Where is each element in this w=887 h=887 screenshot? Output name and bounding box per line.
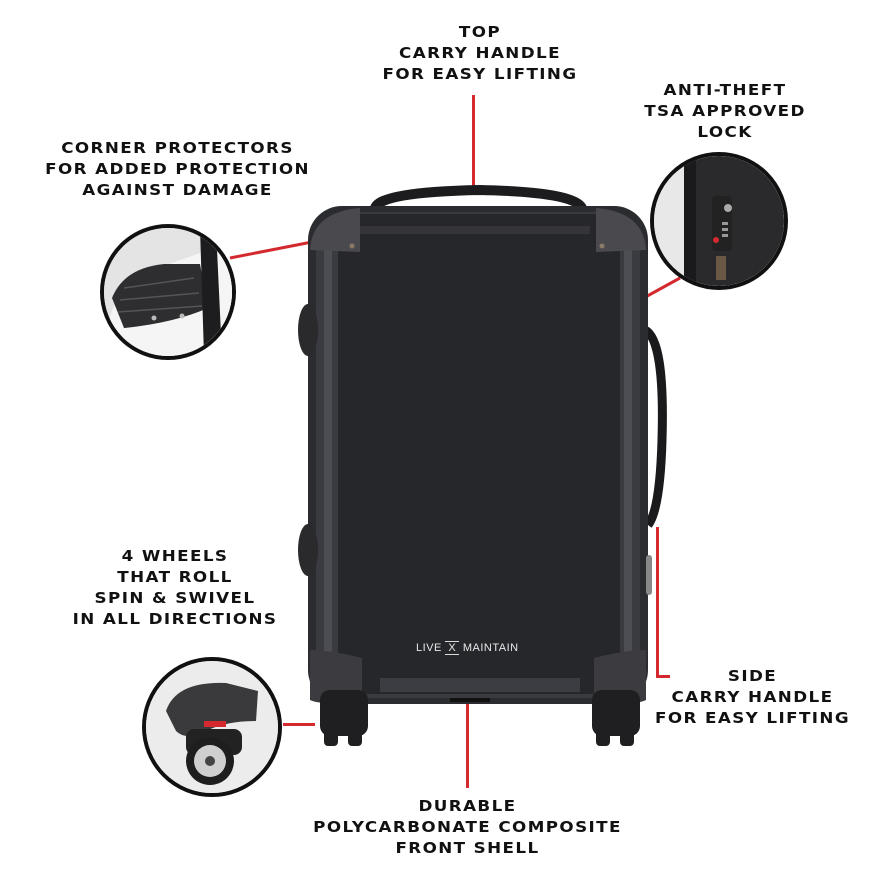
top-handle-callout-line [472, 95, 475, 190]
label-line: CORNER PROTECTORS [61, 139, 294, 157]
label-line: ANTI-THEFT [663, 81, 787, 99]
label-line: THAT ROLL [117, 568, 233, 586]
feature-wheels: 4 WHEELS THAT ROLL SPIN & SWIVEL IN ALL … [35, 546, 316, 630]
label-line: FRONT SHELL [395, 839, 540, 857]
label-line: FOR EASY LIFTING [655, 709, 850, 727]
corner-protector-detail-image [100, 224, 236, 360]
feature-corner-protectors: CORNER PROTECTORS FOR ADDED PROTECTION A… [2, 138, 353, 201]
brand-mid: X [445, 641, 460, 655]
feature-top-handle: TOP CARRY HANDLE FOR EASY LIFTING [329, 22, 631, 85]
shell-callout-line [466, 700, 469, 788]
brand-right: MAINTAIN [462, 642, 519, 654]
label-line: DURABLE [418, 797, 517, 815]
label-line: CARRY HANDLE [399, 44, 561, 62]
label-line: POLYCARBONATE COMPOSITE [313, 818, 622, 836]
label-line: 4 WHEELS [121, 547, 229, 565]
spinner-wheel-detail-image [142, 657, 282, 797]
feature-shell: DURABLE POLYCARBONATE COMPOSITE FRONT SH… [260, 796, 676, 859]
label-line: LOCK [697, 123, 753, 141]
feature-tsa-lock: ANTI-THEFT TSA APPROVED LOCK [612, 80, 839, 143]
label-line: SPIN & SWIVEL [94, 589, 256, 607]
label-line: FOR ADDED PROTECTION [45, 160, 310, 178]
label-line: SIDE [727, 667, 778, 685]
suitcase: LIVE X MAINTAIN [290, 180, 670, 750]
side-handle-callout-line-h [656, 675, 670, 678]
label-line: IN ALL DIRECTIONS [72, 610, 278, 628]
label-line: AGAINST DAMAGE [82, 181, 273, 199]
brand-logo: LIVE X MAINTAIN [416, 641, 519, 655]
label-line: CARRY HANDLE [671, 688, 834, 706]
wheels-callout-line [283, 723, 315, 726]
brand-left: LIVE [416, 642, 442, 654]
feature-side-handle: SIDE CARRY HANDLE FOR EASY LIFTING [626, 666, 880, 729]
label-line: FOR EASY LIFTING [382, 65, 578, 83]
side-handle-callout-line-v [656, 527, 659, 677]
tsa-lock-detail-image [650, 152, 788, 290]
label-line: TOP [458, 23, 502, 41]
label-line: TSA APPROVED [644, 102, 806, 120]
